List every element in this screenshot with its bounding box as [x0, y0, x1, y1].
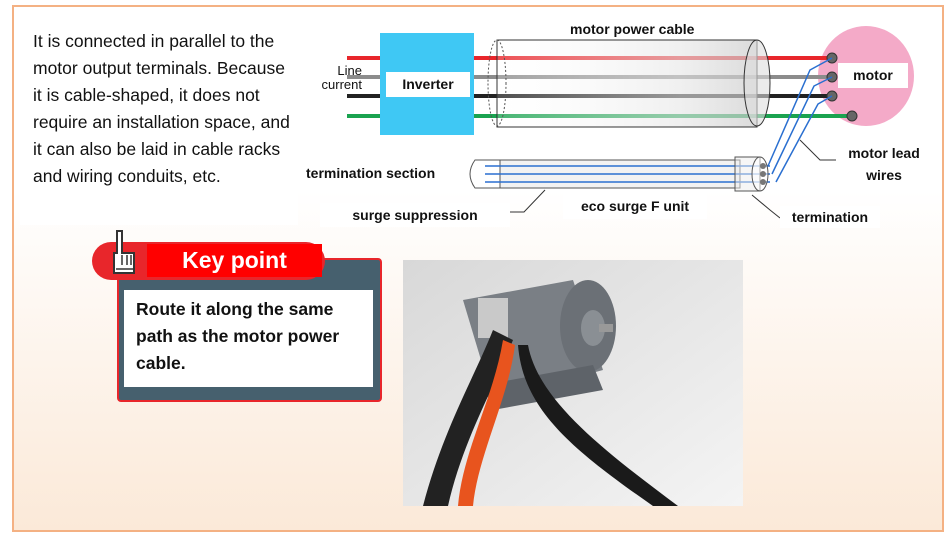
key-point-title: Key point [147, 244, 322, 277]
power-cable-cylinder [496, 39, 758, 128]
current-label: current [321, 77, 362, 92]
eco-surge-unit-label: eco surge F unit [563, 193, 707, 219]
wires-label: wires [866, 167, 902, 183]
pointing-hand-icon [113, 230, 135, 274]
motor-lead-label: motor lead [848, 145, 920, 161]
inverter-label: Inverter [386, 72, 470, 97]
lead-wires [767, 57, 833, 183]
motor-lead-wires-label: motor lead wires [836, 142, 932, 186]
motor-photo [403, 260, 743, 506]
eco-surge-unit [469, 156, 770, 192]
leader-lines [510, 139, 836, 219]
intro-text: It is connected in parallel to the motor… [20, 25, 298, 225]
motor-label: motor [838, 63, 908, 88]
termination-label: termination [780, 206, 880, 228]
motor-power-cable-label: motor power cable [570, 21, 695, 37]
surge-suppression-label: surge suppression [320, 203, 510, 227]
line-label: Line [337, 63, 362, 78]
key-point-text: Route it along the same path as the moto… [124, 290, 373, 387]
line-current-label: Line current [310, 64, 362, 92]
termination-section-label: termination section [306, 165, 436, 181]
